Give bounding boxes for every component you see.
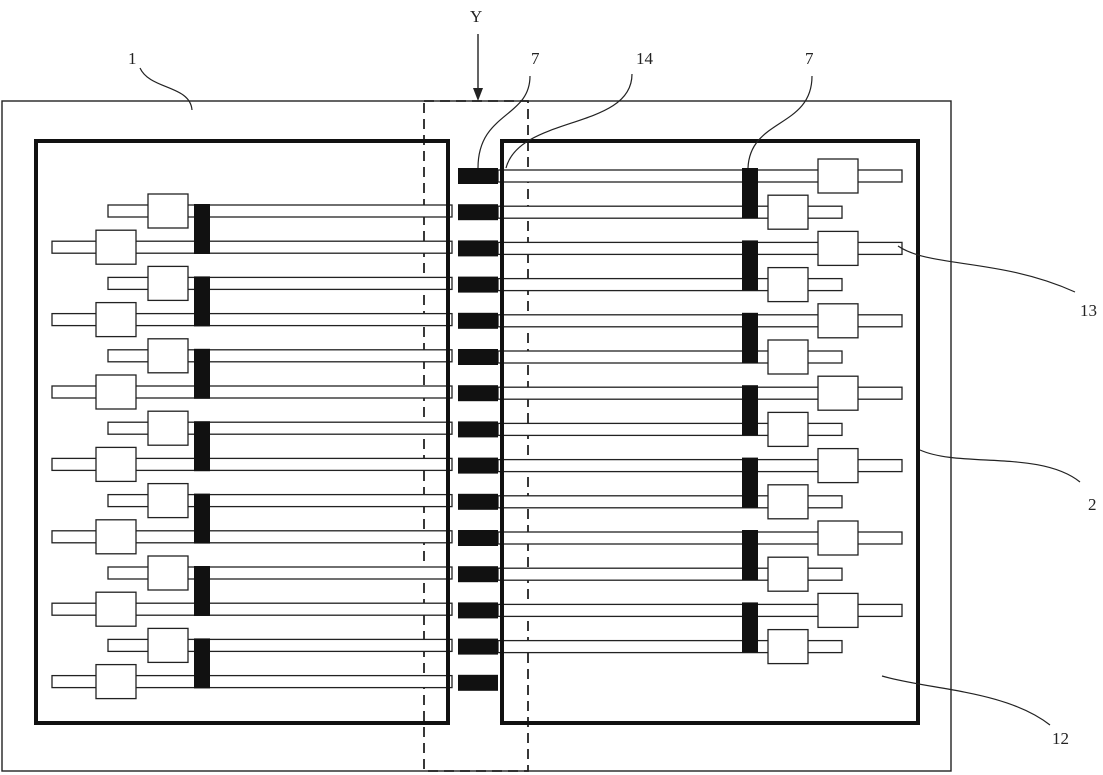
right-bond-bar: [742, 313, 758, 363]
right-contact-pads: [768, 159, 858, 664]
right-pad: [768, 557, 808, 591]
right-bond-bar: [742, 458, 758, 508]
right-pad: [818, 159, 858, 193]
left-bond-bar: [194, 276, 210, 326]
right-pad: [818, 449, 858, 483]
center-bond-block: [458, 602, 498, 618]
center-bond-block: [458, 313, 498, 329]
right-bond-bar: [742, 385, 758, 435]
left-pad: [96, 520, 136, 554]
center-bond-blocks: [458, 168, 498, 691]
label-2: 2: [1088, 495, 1097, 514]
center-bond-block: [458, 530, 498, 546]
center-bond-block: [458, 277, 498, 293]
right-pad: [768, 340, 808, 374]
label-12: 12: [1052, 729, 1069, 748]
right-pad: [768, 630, 808, 664]
right-bond-bar: [742, 240, 758, 290]
left-pad: [96, 375, 136, 409]
left-pad: [148, 628, 188, 662]
leader-2: [920, 450, 1080, 482]
center-bond-block: [458, 494, 498, 510]
left-pad: [148, 339, 188, 373]
left-bond-bars: [194, 204, 210, 688]
center-bond-block: [458, 349, 498, 365]
center-bond-block: [458, 168, 498, 184]
label-13: 13: [1080, 301, 1097, 320]
left-pad: [96, 303, 136, 337]
left-pad: [96, 592, 136, 626]
leader-13: [898, 246, 1075, 292]
label-y: Y: [470, 7, 482, 26]
right-bond-bar: [742, 168, 758, 218]
center-bond-block: [458, 639, 498, 655]
right-bond-bar: [742, 530, 758, 580]
right-pad: [818, 304, 858, 338]
left-pad: [148, 411, 188, 445]
center-bond-block: [458, 421, 498, 437]
leader-14: [506, 74, 632, 168]
left-contact-pads: [96, 194, 188, 699]
center-bond-block: [458, 566, 498, 582]
right-pad: [768, 268, 808, 302]
left-bond-bar: [194, 349, 210, 399]
label-7a: 7: [531, 49, 540, 68]
label-1: 1: [128, 49, 137, 68]
left-pad: [148, 556, 188, 590]
right-pad: [818, 376, 858, 410]
left-pad: [96, 665, 136, 699]
left-bond-bar: [194, 204, 210, 254]
center-bond-block: [458, 240, 498, 256]
y-arrow-head: [473, 88, 483, 101]
leader-7b: [748, 76, 812, 168]
label-14: 14: [636, 49, 654, 68]
left-bond-bar: [194, 494, 210, 544]
left-bond-bar: [194, 638, 210, 688]
left-pad: [148, 266, 188, 300]
left-pad: [96, 447, 136, 481]
center-bond-block: [458, 204, 498, 220]
right-pad: [818, 231, 858, 265]
center-bond-block: [458, 385, 498, 401]
label-7b: 7: [805, 49, 814, 68]
leader-1: [140, 68, 192, 110]
left-pad: [148, 194, 188, 228]
left-pad: [96, 230, 136, 264]
leader-12: [882, 676, 1050, 725]
left-pad: [148, 484, 188, 518]
right-bond-bar: [742, 602, 758, 652]
right-pad: [768, 412, 808, 446]
right-pad: [768, 485, 808, 519]
right-pad: [818, 521, 858, 555]
left-bond-bar: [194, 566, 210, 616]
left-bond-bar: [194, 421, 210, 471]
center-bond-block: [458, 675, 498, 691]
right-pad: [818, 593, 858, 627]
center-bond-block: [458, 458, 498, 474]
right-pad: [768, 195, 808, 229]
right-bond-bars: [742, 168, 758, 652]
